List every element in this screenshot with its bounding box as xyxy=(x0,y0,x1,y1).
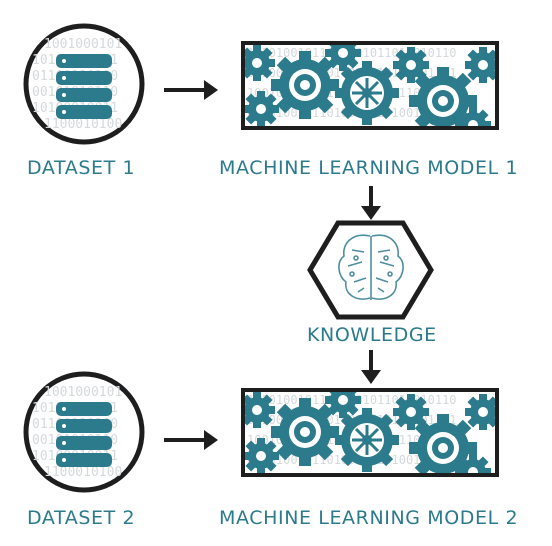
model-1-label: MACHINE LEARNING MODEL 1 xyxy=(219,157,519,179)
knowledge-label: KNOWLEDGE xyxy=(307,324,437,346)
model-2-gears-icon xyxy=(241,388,499,477)
dataset-1-label: DATASET 1 xyxy=(27,157,136,179)
arrow-icon xyxy=(361,186,381,220)
model-2-label: MACHINE LEARNING MODEL 2 xyxy=(219,507,519,529)
dataset-2-icon xyxy=(26,374,142,490)
knowledge-brain-icon xyxy=(307,220,434,320)
dataset-1-icon xyxy=(26,26,142,142)
dataset-2-label: DATASET 2 xyxy=(27,507,136,529)
arrow-icon xyxy=(361,350,381,384)
arrow-icon xyxy=(164,80,218,100)
model-1-gears-icon xyxy=(241,41,499,130)
arrow-icon xyxy=(164,430,218,450)
